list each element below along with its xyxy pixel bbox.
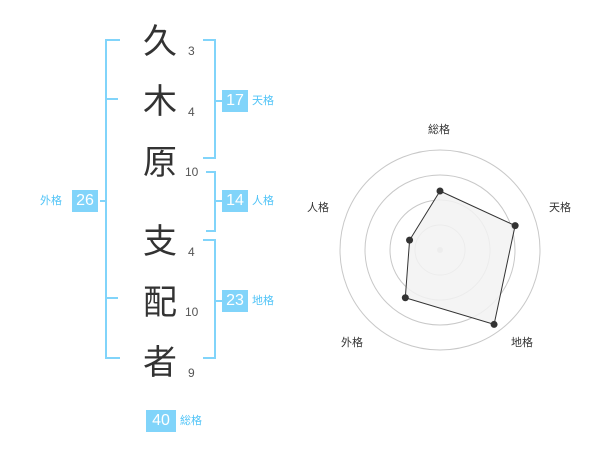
tenkaku-value-badge: 17 (222, 90, 248, 112)
jinkaku-value-badge: 14 (222, 190, 248, 212)
radar-axis-label-soukaku: 総格 (428, 123, 450, 136)
chikaku-bracket (203, 239, 216, 359)
stroke-count-2: 4 (188, 105, 195, 119)
tenkaku-bracket (203, 39, 216, 159)
stroke-count-1: 3 (188, 44, 195, 58)
radar-value-polygon (404, 190, 516, 326)
radar-point-3 (490, 320, 498, 328)
gaikaku-value-badge: 26 (72, 190, 98, 212)
tenkaku-label: 天格 (252, 94, 274, 107)
name-char-3: 原 (143, 143, 177, 183)
name-char-1: 久 (143, 22, 177, 62)
radar-point-2 (511, 222, 519, 230)
radar-axis-label-chikaku: 地格 (511, 336, 533, 349)
soukaku-label: 総格 (180, 414, 202, 427)
stroke-count-4: 4 (188, 245, 195, 259)
stroke-count-6: 9 (188, 366, 195, 380)
radar-ring (339, 149, 541, 351)
name-char-2: 木 (143, 82, 177, 122)
radar-point-1 (436, 187, 444, 195)
radar-axis-label-jinkaku: 人格 (307, 201, 329, 214)
radar-points (401, 187, 519, 328)
gaikaku-label: 外格 (40, 194, 62, 207)
chikaku-label: 地格 (252, 294, 274, 307)
soukaku-value-badge: 40 (146, 410, 176, 432)
radar-point-4 (401, 294, 409, 302)
name-char-5: 配 (143, 283, 177, 323)
radar-axis-label-gaikaku: 外格 (341, 336, 363, 349)
name-char-4: 支 (143, 222, 177, 262)
jinkaku-label: 人格 (252, 194, 274, 207)
radar-axis-label-tenkaku: 天格 (549, 201, 571, 214)
radar-ring (364, 174, 516, 326)
gaikaku-bracket (105, 39, 120, 359)
radar-point-5 (406, 236, 414, 244)
stroke-count-3: 10 (185, 165, 199, 179)
stroke-count-5: 10 (185, 305, 199, 319)
name-char-6: 者 (143, 343, 177, 383)
chikaku-value-badge: 23 (222, 290, 248, 312)
